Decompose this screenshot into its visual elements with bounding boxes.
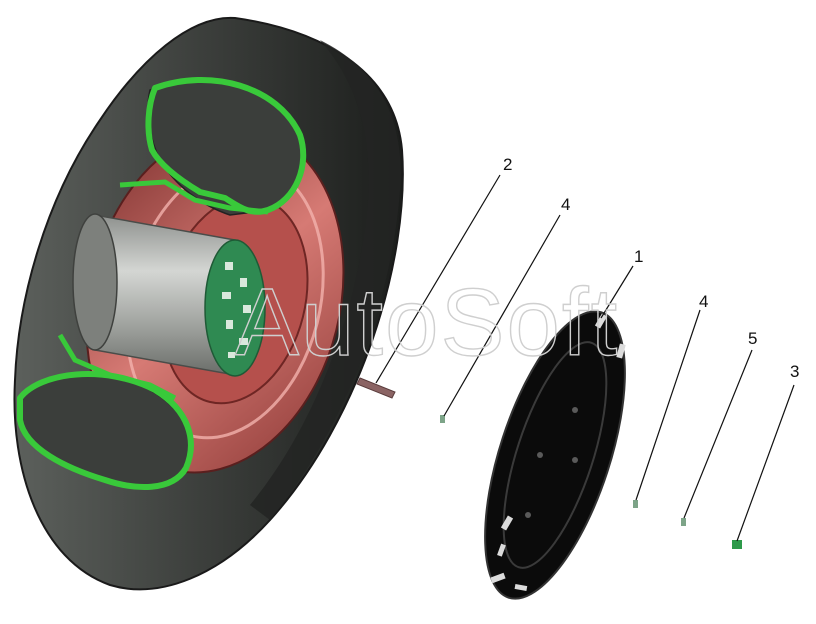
disc-inner-ring — [502, 341, 608, 569]
disc-body — [484, 310, 626, 600]
hub-face — [204, 239, 266, 377]
bolt-right — [633, 500, 638, 508]
wheel-disc — [484, 310, 626, 600]
callout-4-right: 4 — [699, 292, 708, 311]
leader-lines — [375, 174, 795, 542]
leader-line-4a — [443, 214, 561, 417]
tube-outline-lower — [17, 371, 194, 491]
tire-assembly — [13, 16, 404, 591]
callout-4-left: 4 — [561, 195, 570, 214]
tube-lower-lip-upper — [119, 179, 269, 215]
callout-1: 1 — [634, 247, 643, 266]
leader-line-2 — [375, 174, 501, 384]
hub-face-pattern — [222, 262, 251, 358]
bolt-left — [440, 415, 445, 423]
valve-stem — [356, 377, 396, 399]
leader-line-3 — [736, 384, 795, 542]
callout-3: 3 — [790, 362, 799, 381]
disc-slots — [490, 313, 626, 591]
tube-upper-lip-lower — [57, 333, 177, 401]
leader-line-1 — [600, 265, 634, 319]
hub-cylinder-end — [72, 213, 118, 351]
watermark: AutoSoft — [235, 269, 619, 376]
washer — [681, 518, 686, 526]
disc-holes — [525, 407, 578, 518]
nut — [732, 540, 742, 549]
tire-tread-band — [250, 40, 401, 520]
callout-5: 5 — [748, 329, 757, 348]
callout-2: 2 — [503, 155, 512, 174]
leader-line-5 — [683, 349, 753, 519]
leader-line-4b — [635, 309, 701, 501]
